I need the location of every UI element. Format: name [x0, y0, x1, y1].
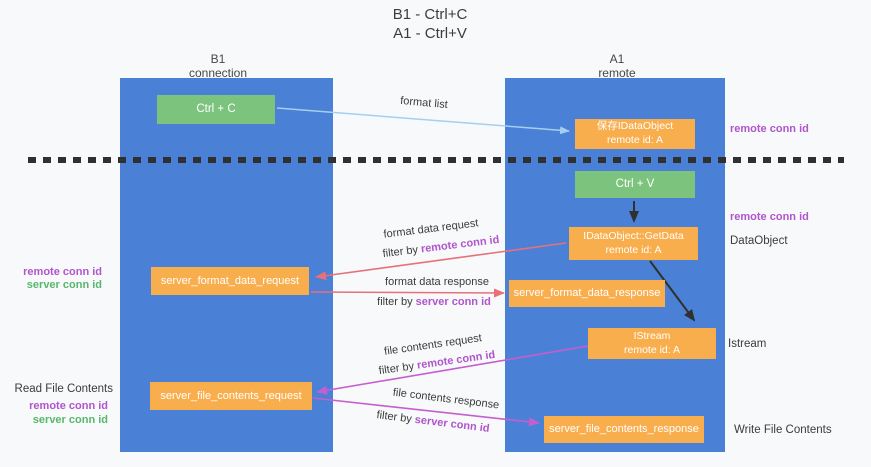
- diagram-title: B1 - Ctrl+C A1 - Ctrl+V: [330, 5, 530, 43]
- write-file-contents-annotation: Write File Contents: [734, 424, 832, 436]
- lane-header-a1: A1 remote: [517, 52, 717, 80]
- read-file-contents-annotation: Read File Contents: [14, 383, 113, 395]
- server-format-data-response-label: server_format_data_response: [513, 287, 661, 300]
- istream-annotation: Istream: [728, 338, 767, 350]
- filter-by-text: filter by: [377, 296, 413, 308]
- lane-a1-subtitle: remote: [598, 66, 636, 80]
- server-format-data-request-box: server_format_data_request: [151, 267, 309, 295]
- server-file-contents-request-label: server_file_contents_request: [160, 389, 302, 402]
- format-data-response-arrow: [310, 288, 505, 298]
- title-line-2: A1 - Ctrl+V: [393, 25, 467, 42]
- save-idataobject-line2: remote id: A: [606, 134, 664, 146]
- dataobject-annotation: DataObject: [730, 235, 788, 247]
- ctrl-v-label: Ctrl + V: [615, 178, 655, 191]
- server-conn-id-annotation-left-bottom: server conn id: [32, 414, 108, 426]
- getdata-line2: remote id: A: [605, 243, 662, 256]
- lane-header-b1: B1 connection: [118, 52, 318, 80]
- istream-line1: IStream: [633, 329, 671, 342]
- ctrl-v-box: Ctrl + V: [575, 171, 695, 198]
- format-data-response-label: format data response: [385, 276, 489, 288]
- file-contents-response-arrow: [312, 397, 540, 427]
- remote-conn-id-annotation-left-mid: remote conn id: [23, 266, 102, 278]
- server-conn-id-annotation-left-mid: server conn id: [26, 279, 102, 291]
- file-contents-request-arrow: [316, 345, 589, 395]
- server-file-contents-request-box: server_file_contents_request: [150, 382, 312, 410]
- server-file-contents-response-label: server_file_contents_response: [549, 423, 699, 436]
- idataobject-getdata-box: IDataObject::GetData remote id: A: [569, 227, 698, 260]
- ctrl-c-box: Ctrl + C: [157, 95, 275, 124]
- istream-box: IStream remote id: A: [588, 328, 716, 359]
- lane-a1-name: A1: [609, 52, 625, 66]
- server-file-contents-response-box: server_file_contents_response: [544, 416, 704, 443]
- server-format-data-request-label: server_format_data_request: [160, 274, 300, 287]
- section-divider: [28, 157, 844, 163]
- lane-b1-name: B1: [210, 52, 226, 66]
- getdata-line1: IDataObject::GetData: [583, 229, 684, 242]
- remote-conn-id-annotation-top: remote conn id: [730, 123, 809, 135]
- save-idataobject-line1: 保存IDataObject: [596, 120, 674, 133]
- format-list-arrow: [276, 107, 570, 135]
- server-conn-id-keyword: server conn id: [415, 296, 491, 308]
- getdata-to-istream-arrow: [649, 260, 696, 322]
- remote-conn-id-annotation-mid: remote conn id: [730, 211, 809, 223]
- title-line-1: B1 - Ctrl+C: [392, 6, 468, 23]
- remote-conn-id-annotation-left-bottom: remote conn id: [29, 400, 108, 412]
- server-format-data-response-box: server_format_data_response: [509, 280, 665, 307]
- lane-b1-subtitle: connection: [188, 66, 248, 80]
- format-data-response-filter-label: filter by server conn id: [377, 296, 491, 308]
- ctrl-c-label: Ctrl + C: [196, 103, 236, 116]
- istream-line2: remote id: A: [623, 343, 681, 356]
- format-data-request-arrow: [315, 242, 567, 281]
- save-idataobject-box: 保存IDataObject remote id: A: [575, 119, 695, 149]
